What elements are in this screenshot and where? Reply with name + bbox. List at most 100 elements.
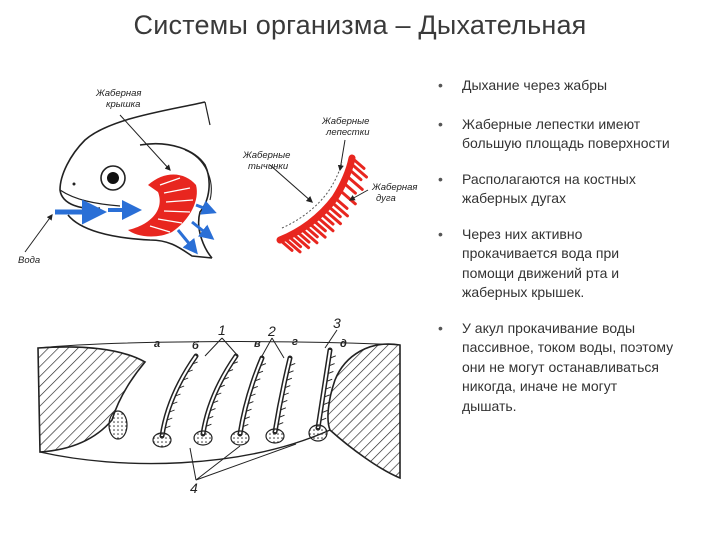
gill-septum-core — [317, 349, 331, 429]
gill-stripes — [149, 177, 194, 233]
letter-g: г — [292, 336, 298, 348]
bullet-item: Жаберные лепестки имеют большую площадь … — [434, 115, 674, 154]
pupil-icon — [107, 172, 119, 184]
pointer-rakers — [269, 164, 313, 203]
bullet-item: Дыхание через жабры — [434, 76, 674, 96]
septum-filament-tick — [248, 401, 254, 405]
septum-filament-tick — [216, 392, 222, 396]
septum-filament-tick — [192, 361, 198, 365]
septum-filament-tick — [219, 384, 225, 388]
pointer-water — [24, 214, 53, 253]
label-filaments-2: лепестки — [325, 127, 370, 138]
septum-filament-tick — [232, 361, 238, 365]
label-operculum-2: крышка — [106, 99, 140, 110]
gill-septum-core — [274, 357, 291, 433]
bullet-item: Через них активно прокачивается вода при… — [434, 225, 674, 303]
septum-filament-tick — [328, 370, 334, 374]
septum-filament-tick — [321, 417, 327, 421]
pointer-2 — [261, 337, 285, 359]
septum-filament-tick — [286, 377, 293, 381]
cartilage-oval — [108, 410, 128, 440]
letter-b: б — [192, 340, 200, 352]
septum-filament-tick — [330, 355, 336, 359]
right-body-wall — [327, 343, 401, 480]
septum-filament-tick — [212, 400, 219, 404]
septum-filament-tick — [183, 377, 189, 381]
septum-filament-tick — [290, 362, 296, 366]
septum-filament-tick — [252, 385, 258, 389]
septum-filament-tick — [227, 369, 234, 373]
label-arch-1: Жаберная — [371, 182, 418, 193]
septum-filament-tick — [325, 386, 332, 390]
septum-filament-tick — [208, 415, 214, 419]
septum-filament-tick — [279, 414, 285, 418]
label-filaments-1: Жаберные — [321, 116, 369, 127]
number-3: 3 — [333, 315, 341, 331]
pointer-4 — [189, 443, 297, 481]
cartilage-oval — [308, 424, 328, 442]
cartilage-oval — [230, 430, 250, 446]
septum-filament-tick — [187, 369, 193, 373]
slide-title: Системы организма – Дыхательная — [133, 10, 587, 40]
septum-filament-tick — [210, 408, 216, 412]
septum-filament-tick — [178, 385, 185, 389]
septum-filament-tick — [283, 392, 289, 396]
label-water: Вода — [18, 255, 40, 266]
gill-septum — [159, 353, 199, 439]
septum-filament-tick — [323, 402, 329, 406]
head-outline-bottom — [67, 214, 213, 259]
septum-filament-tick — [244, 416, 250, 420]
number-4: 4 — [190, 480, 198, 496]
septum-filament-tick — [223, 376, 229, 380]
septum-filament-tick — [255, 378, 261, 382]
gill-septa — [159, 347, 336, 439]
septum-filament-tick — [329, 363, 335, 367]
water-arrows — [55, 199, 217, 255]
letter-v: в — [254, 338, 261, 350]
head-top-edge — [204, 101, 211, 126]
fish-head-figure: Жаберная крышка Вода — [18, 88, 217, 266]
septum-filament-tick — [243, 423, 249, 427]
septum-filament-tick — [246, 408, 252, 412]
pointer-arch — [348, 189, 369, 201]
septum-filament-tick — [165, 425, 171, 429]
septum-filament-tick — [278, 422, 284, 426]
head-outline-top — [59, 101, 206, 210]
letter-a: а — [154, 338, 160, 350]
number-2: 2 — [267, 323, 276, 339]
pointer-operculum — [119, 114, 171, 171]
pointer-3 — [324, 329, 338, 349]
label-rakers-2: тычинки — [248, 161, 289, 172]
bullet-item: У акул прокачивание воды пассивное, токо… — [434, 319, 674, 417]
septum-filament-tick — [327, 378, 333, 382]
pharynx-floor — [39, 429, 331, 465]
gill-septum-core — [239, 357, 263, 435]
gill-arch-figure: Жаберные тычинки Жаберные лепестки Жабер… — [242, 116, 418, 254]
diagram-canvas: Жаберная крышка Вода Жаберные тычинки Жа… — [18, 88, 418, 496]
gill-red-head — [128, 174, 197, 237]
label-arch-2: дуга — [376, 193, 396, 204]
water-arrow-out-3 — [176, 229, 198, 255]
water-arrow-out-2 — [191, 220, 215, 240]
cartilage-oval — [265, 428, 285, 444]
left-body-wall — [37, 346, 147, 453]
septum-filament-tick — [257, 370, 264, 374]
bullet-list: Дыхание через жабры Жаберные лепестки им… — [434, 76, 674, 432]
septum-filament-tick — [322, 409, 328, 413]
septum-filament-tick — [169, 409, 175, 413]
septum-filament-tick — [260, 363, 267, 367]
pointer-filaments — [337, 139, 346, 172]
septum-filament-tick — [280, 407, 287, 411]
septum-filament-tick — [172, 401, 178, 405]
number-1: 1 — [218, 322, 226, 338]
gill-septum-core — [161, 355, 197, 437]
pointer-1 — [204, 337, 239, 357]
gill-septum — [200, 353, 239, 437]
pharynx-roof — [37, 341, 401, 349]
septum-filament-tick — [206, 423, 212, 427]
septum-filament-tick — [285, 385, 291, 389]
cartilage-oval — [152, 432, 172, 448]
nostril-icon — [72, 182, 76, 186]
bullet-item: Располагаются на костных жаберных дугах — [434, 170, 674, 209]
label-rakers-1: Жаберные — [242, 150, 290, 161]
